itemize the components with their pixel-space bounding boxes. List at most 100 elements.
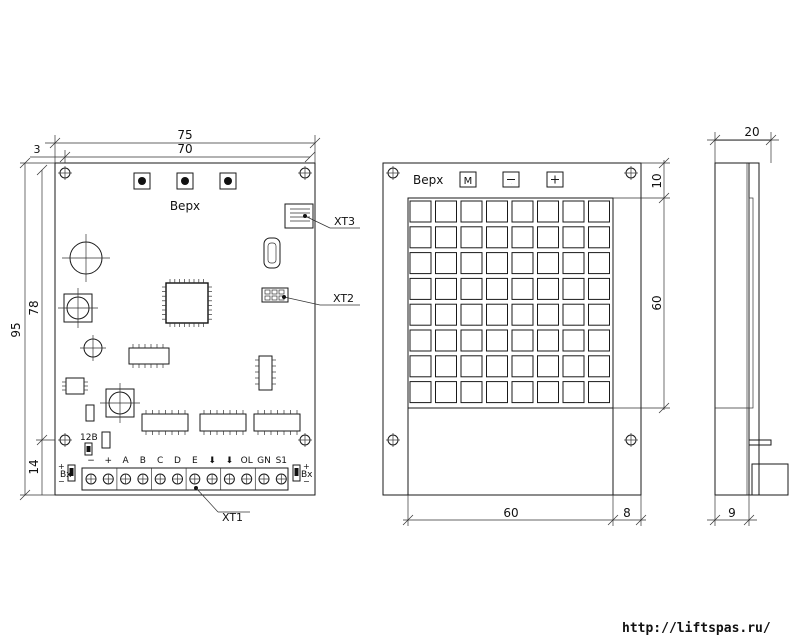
keypad-button-plus xyxy=(546,171,564,188)
terminal-label: C xyxy=(157,456,163,466)
keypad-key xyxy=(588,277,610,300)
dim-keypad-height: 60 xyxy=(650,295,664,310)
side-terminal xyxy=(751,463,789,496)
keypad-outline xyxy=(382,162,642,496)
keypad-key xyxy=(486,355,508,378)
terminal-label: D xyxy=(174,456,181,466)
pcb-button xyxy=(176,172,194,190)
xt2-label: XT2 xyxy=(333,292,354,305)
keypad-key xyxy=(562,303,585,326)
keypad-key xyxy=(435,381,457,404)
keypad-key xyxy=(588,252,610,275)
terminal-label: S1 xyxy=(276,456,287,466)
keypad-key xyxy=(435,200,457,223)
keypad-key xyxy=(460,252,483,275)
keypad-key xyxy=(460,200,483,223)
keypad-key xyxy=(409,226,432,249)
keypad-key xyxy=(486,329,508,352)
keypad-key xyxy=(588,226,610,249)
terminal-screw xyxy=(137,473,149,485)
svg-text:+: + xyxy=(303,462,310,471)
svg-text:−: − xyxy=(511,183,512,185)
buzzer xyxy=(100,383,140,423)
keypad-key xyxy=(537,252,559,275)
pcb-outline xyxy=(54,162,316,496)
keypad-key xyxy=(511,303,534,326)
dim-bottom: 14 xyxy=(27,459,41,474)
mounting-hole xyxy=(624,433,638,447)
dip-chip xyxy=(128,344,170,368)
terminal-label: − xyxy=(87,456,95,466)
terminal-screw xyxy=(172,473,183,485)
keypad-key xyxy=(537,277,559,300)
svg-text:+: + xyxy=(555,182,556,185)
keypad-key xyxy=(486,303,508,326)
terminal-label: E xyxy=(192,456,198,466)
relay-block xyxy=(141,413,189,432)
terminal-screw xyxy=(275,473,287,485)
keypad-key xyxy=(409,200,432,223)
keypad-key xyxy=(486,226,508,249)
xt3-connector xyxy=(284,203,314,229)
dim-keypad-right: 8 xyxy=(623,506,631,520)
keypad-key xyxy=(409,252,432,275)
terminal-screw xyxy=(189,473,201,485)
terminal-screw xyxy=(258,473,270,485)
mounting-hole xyxy=(58,166,72,180)
keypad-top-label: Верх xyxy=(413,173,443,187)
keypad-key xyxy=(486,381,508,404)
dim-side-bottom: 9 xyxy=(728,506,736,520)
xt2-connector xyxy=(261,287,289,303)
watermark-url: http://liftspas.ru/ xyxy=(622,621,771,636)
keypad-key xyxy=(511,277,534,300)
input-label-left: Вх xyxy=(60,470,72,480)
microcontroller-chip xyxy=(162,279,212,327)
input-jumper-right xyxy=(292,464,301,482)
terminal-label: + xyxy=(105,456,113,466)
terminal-label: GN xyxy=(257,456,271,466)
input-label-right: Вх xyxy=(301,470,313,480)
keypad-key xyxy=(588,303,610,326)
keypad-view: Верх М − + 10 60 xyxy=(382,157,670,526)
keypad-key xyxy=(537,381,559,404)
resistor xyxy=(85,404,95,422)
square-component xyxy=(58,288,98,328)
xt1-label: XT1 xyxy=(222,511,243,524)
terminal-label: ⬇ xyxy=(208,456,216,466)
keypad-key xyxy=(562,381,585,404)
keypad-key xyxy=(511,355,534,378)
dim-keypad-top: 10 xyxy=(650,173,664,188)
keypad-key xyxy=(435,226,457,249)
pcb-button xyxy=(133,172,151,190)
side-view: 20 9 xyxy=(707,125,789,526)
svg-text:−: − xyxy=(58,477,65,486)
xt3-label: XT3 xyxy=(334,215,355,228)
keypad-key xyxy=(460,226,483,249)
mounting-hole xyxy=(386,433,400,447)
round-component xyxy=(62,234,110,282)
dim-offset: 3 xyxy=(34,143,41,156)
terminal-screw xyxy=(154,473,166,485)
keypad-key xyxy=(460,355,483,378)
keypad-key xyxy=(435,303,457,326)
terminal-label: B xyxy=(140,456,146,466)
keypad-key xyxy=(537,355,559,378)
keypad-key xyxy=(435,277,457,300)
keypad-key xyxy=(588,200,610,223)
crystal-oscillator xyxy=(263,237,281,269)
mounting-hole xyxy=(298,166,312,180)
small-round-component xyxy=(80,335,106,361)
keypad-key xyxy=(562,277,585,300)
mounting-hole xyxy=(624,166,638,180)
mounting-hole xyxy=(298,433,312,447)
keypad-key xyxy=(511,252,534,275)
dim-height-outer: 95 xyxy=(9,322,23,337)
dim-keypad-width: 60 xyxy=(503,506,518,520)
keypad-key xyxy=(486,252,508,275)
front-view: 75 70 3 95 78 14 xyxy=(9,128,360,524)
keypad-key xyxy=(460,381,483,404)
keypad-key xyxy=(460,329,483,352)
keypad-key xyxy=(409,277,432,300)
keypad-key xyxy=(562,226,585,249)
